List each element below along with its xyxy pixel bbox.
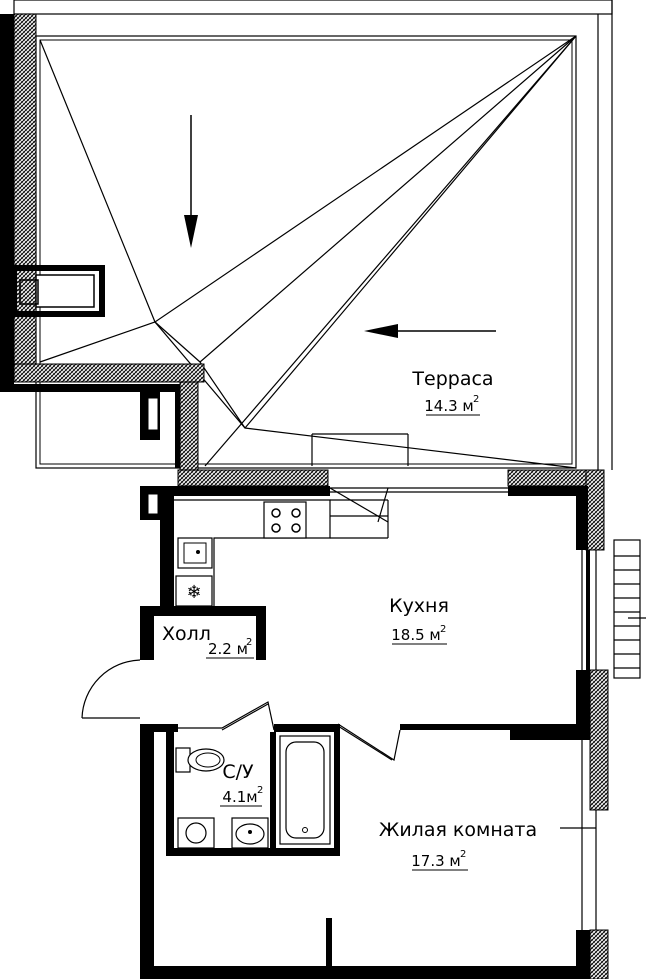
left-wall-upper xyxy=(0,13,205,473)
terrace-name: Терраса xyxy=(411,368,493,390)
bathroom-area: 4.1м xyxy=(222,788,257,806)
label-kitchen: Кухня 18.5 м 2 xyxy=(389,595,449,645)
terrace-slope-lines xyxy=(39,35,577,469)
kitchen-area-sup: 2 xyxy=(440,624,446,635)
terrace-kitchen-wall xyxy=(160,433,605,551)
label-hall: Холл 2.2 м 2 xyxy=(162,623,254,659)
kitchen-living-partition xyxy=(337,723,576,761)
balcony-ledge xyxy=(613,539,641,679)
living-area-sup: 2 xyxy=(460,849,466,860)
kitchen-name: Кухня xyxy=(389,595,449,617)
label-living-room: Жилая комната 17.3 м 2 xyxy=(379,819,537,871)
hall-name: Холл xyxy=(162,623,211,645)
living-room-walls xyxy=(154,918,576,979)
kitchen-area: 18.5 м xyxy=(391,626,440,644)
bathroom-name: С/У xyxy=(222,761,254,783)
washing-machine-icon xyxy=(177,817,215,849)
terrace-area-sup: 2 xyxy=(473,394,479,405)
hall-area-sup: 2 xyxy=(246,637,252,648)
svg-text:❄: ❄ xyxy=(186,582,201,603)
label-terrace: Терраса 14.3 м 2 xyxy=(411,368,494,416)
living-name: Жилая комната xyxy=(379,819,537,841)
terrace-area: 14.3 м xyxy=(424,397,473,415)
bathtub-icon xyxy=(279,735,331,845)
bathroom-walls xyxy=(140,701,340,979)
slope-arrow-left xyxy=(364,324,496,338)
stove-icon xyxy=(263,501,307,539)
bathroom-area-sup: 2 xyxy=(257,785,263,796)
hall-walls xyxy=(81,390,266,719)
slope-arrow-down xyxy=(184,115,198,248)
living-area: 17.3 м xyxy=(411,852,460,870)
label-bathroom: С/У 4.1м 2 xyxy=(220,761,263,807)
hall-area: 2.2 м xyxy=(208,640,248,658)
right-wall xyxy=(560,539,646,979)
terrace-outline xyxy=(13,0,613,470)
toilet-icon xyxy=(175,747,225,773)
kitchen-counter: ❄ xyxy=(174,499,389,607)
washbasin-icon xyxy=(231,817,269,849)
fridge-icon xyxy=(175,575,213,607)
